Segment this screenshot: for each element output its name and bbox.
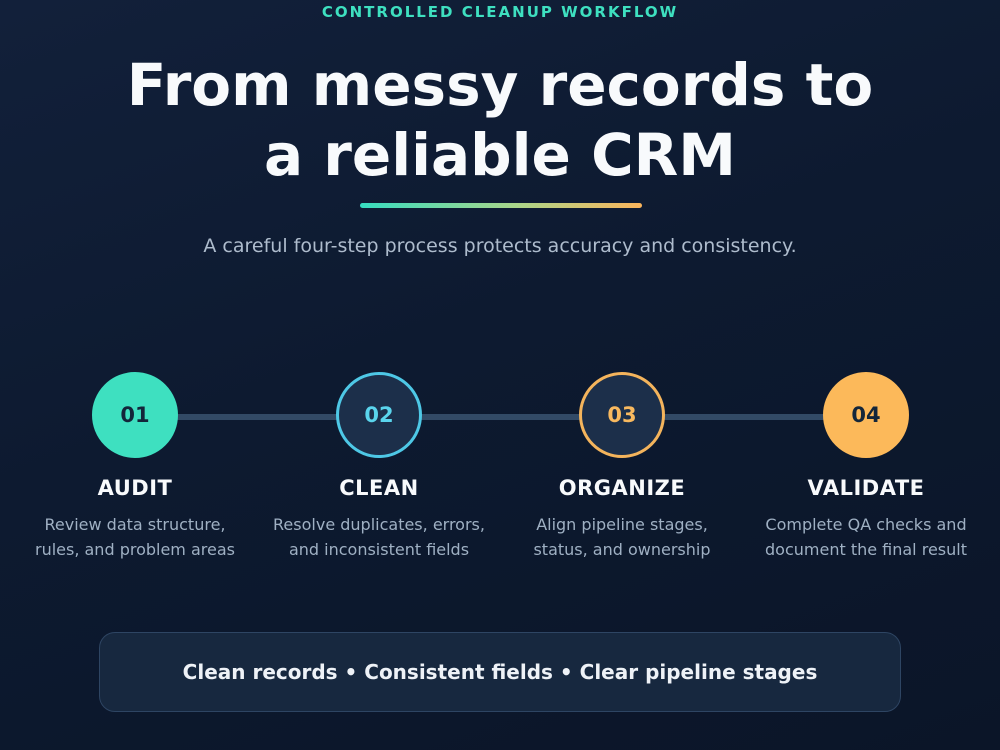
step-description-line: Review data structure,: [44, 515, 226, 534]
title-gradient-divider: [360, 203, 642, 208]
summary-text: Clean records • Consistent fields • Clea…: [182, 660, 818, 684]
step-title: ORGANIZE: [558, 476, 686, 500]
step-description-line: Align pipeline stages,: [536, 515, 708, 534]
step-title: AUDIT: [97, 476, 173, 500]
step-title: VALIDATE: [807, 476, 925, 500]
step-number-badge: 01: [92, 372, 178, 458]
step-description: Align pipeline stages, status, and owner…: [502, 512, 742, 562]
steps-connector-line: [135, 414, 866, 420]
eyebrow-label: CONTROLLED CLEANUP WORKFLOW: [321, 3, 679, 21]
step-validate: 04 VALIDATE Complete QA checks and docum…: [746, 372, 986, 562]
step-description-line: rules, and problem areas: [34, 540, 235, 559]
step-number-badge: 03: [579, 372, 665, 458]
step-clean: 02 CLEAN Resolve duplicates, errors, and…: [259, 372, 499, 562]
step-description-line: and inconsistent fields: [288, 540, 470, 559]
step-description-line: Complete QA checks and: [765, 515, 967, 534]
page-title: From messy records to a reliable CRM: [0, 50, 1000, 190]
step-description: Resolve duplicates, errors, and inconsis…: [259, 512, 499, 562]
page-title-line-2: a reliable CRM: [263, 121, 737, 189]
step-number-badge: 04: [823, 372, 909, 458]
step-number-badge: 02: [336, 372, 422, 458]
summary-banner: Clean records • Consistent fields • Clea…: [99, 632, 901, 712]
step-description: Review data structure, rules, and proble…: [15, 512, 255, 562]
step-audit: 01 AUDIT Review data structure, rules, a…: [15, 372, 255, 562]
page-subtitle: A careful four-step process protects acc…: [203, 235, 797, 257]
step-organize: 03 ORGANIZE Align pipeline stages, statu…: [502, 372, 742, 562]
step-description-line: Resolve duplicates, errors,: [273, 515, 485, 534]
step-description: Complete QA checks and document the fina…: [746, 512, 986, 562]
page-title-line-1: From messy records to: [126, 51, 874, 119]
step-description-line: document the final result: [765, 540, 967, 559]
step-title: CLEAN: [339, 476, 419, 500]
step-description-line: status, and ownership: [533, 540, 711, 559]
